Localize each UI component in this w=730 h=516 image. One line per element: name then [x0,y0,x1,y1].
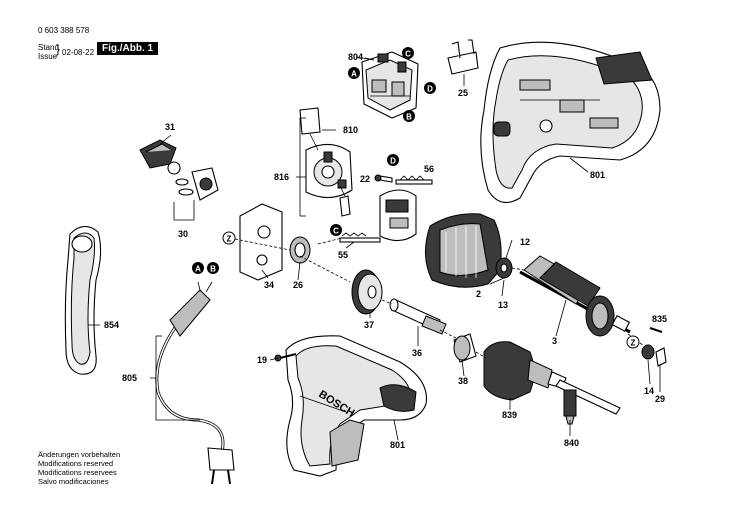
marker-a-cord: A [195,265,201,274]
leader-lines [88,57,661,441]
label-840: 840 [564,438,579,448]
marker-c-804: C [405,50,411,59]
label-25: 25 [458,88,468,98]
label-56: 56 [424,164,434,174]
brace-icon: } [56,42,61,56]
issue-label: Issue [38,52,58,61]
label-810: 810 [343,125,358,135]
brush-holder [379,189,417,242]
label-14: 14 [644,386,654,396]
marker-b-cord: B [210,265,216,274]
marker-b-804: B [406,113,412,122]
label-816: 816 [274,172,289,182]
label-29: 29 [655,394,665,404]
spring-55 [339,232,381,243]
marker-c-55: C [333,227,339,236]
stator-2 [425,213,502,288]
shim-29 [655,347,667,367]
note-fr: Modifications reservees [38,468,117,477]
part-labels: 804 810 816 31 30 25 801 56 22 12 55 34 … [104,52,667,450]
label-3: 3 [552,336,557,346]
label-839: 839 [502,410,517,420]
pin-835 [649,327,663,333]
armature-3 [519,255,631,337]
switch-assembly-804 [355,51,419,119]
label-805: 805 [122,373,137,383]
handle-854 [64,225,102,375]
label-13: 13 [498,300,508,310]
label-2: 2 [476,289,481,299]
marker-z-right: Z [631,339,636,348]
label-835: 835 [652,314,667,324]
label-55: 55 [338,250,348,260]
spindle-36 [389,298,447,335]
chuck-839 [483,341,567,401]
switch-knob-31 [139,139,177,169]
assembly-axis-lines [229,237,645,359]
gear-37 [351,269,383,315]
clip-25 [447,39,479,75]
power-cord-805 [155,281,235,485]
stand-label: Stand [38,43,59,52]
label-26: 26 [293,280,303,290]
housing-801-bottom [285,335,428,477]
label-37: 37 [364,320,374,330]
marker-d-804: D [427,85,433,94]
screw-22 [374,174,393,183]
issue-date: 02-08-22 [62,48,95,57]
figure-label: Fig./Abb. 1 [97,42,159,55]
housing-half-801-top [480,41,661,204]
label-12: 12 [520,237,530,247]
bearing-26 [289,236,311,264]
label-854: 854 [104,320,119,330]
label-22: 22 [360,174,370,184]
label-801-bottom: 801 [390,440,405,450]
label-19: 19 [257,355,267,365]
label-36: 36 [412,348,422,358]
marker-a-804: A [351,70,357,79]
spring-56 [395,175,433,185]
chuck-key-840 [555,379,621,425]
note-de: Änderungen vorbehalten [38,450,121,459]
brush-plate-816 [299,107,353,217]
disclaimer-notes: Änderungen vorbehalten Modifications res… [38,450,120,486]
bearing-plate-34 [239,203,283,281]
note-en: Modifications reserved [38,459,114,468]
label-30: 30 [178,229,188,239]
label-804: 804 [348,52,363,62]
bearing-14 [641,344,655,360]
connection-markers: C A D B D C A B Z Z [192,47,640,349]
label-31: 31 [165,122,175,132]
document-number: 0 603 388 578 [38,26,90,35]
switch-parts-30 [167,161,219,201]
sleeve-38 [453,333,477,363]
label-801-top: 801 [590,170,605,180]
label-34: 34 [264,280,274,290]
bearing-13 [495,257,513,279]
label-38: 38 [458,376,468,386]
note-es: Salvo modificaciones [38,477,109,486]
marker-d-56: D [390,157,396,166]
marker-z-left: Z [227,235,232,244]
